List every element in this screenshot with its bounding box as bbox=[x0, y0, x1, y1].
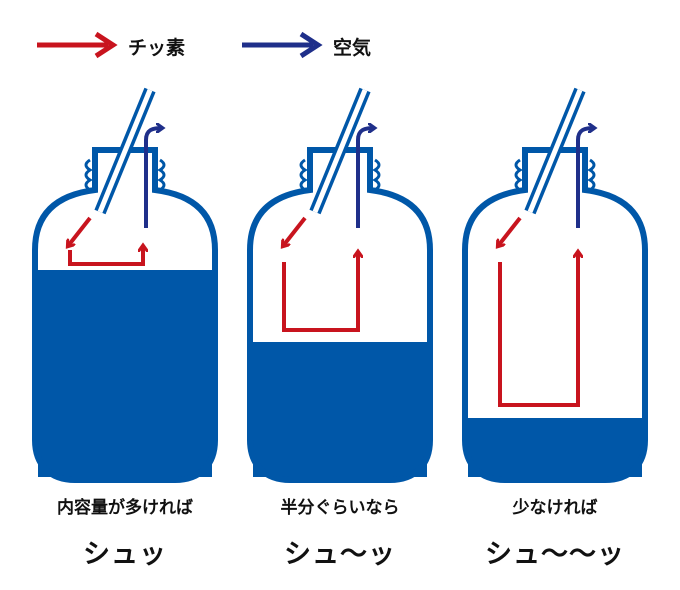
nitrogen-flow-arrow bbox=[498, 216, 522, 246]
air-legend-label: 空気 bbox=[333, 37, 372, 59]
nitrogen-legend-label: チッ素 bbox=[128, 37, 186, 59]
bottle-neck-thread bbox=[299, 158, 381, 192]
caption-sound-half: シュ〜ッ bbox=[284, 539, 396, 570]
nitrogen-flow-arrow bbox=[283, 216, 307, 246]
caption-condition-full: 内容量が多ければ bbox=[57, 498, 193, 518]
bottle-full bbox=[32, 87, 218, 483]
bottle-neck-thread bbox=[84, 158, 166, 192]
nozzle-tube bbox=[524, 87, 586, 215]
nitrogen-path-arrow bbox=[282, 252, 358, 332]
caption-sound-full: シュッ bbox=[83, 539, 167, 570]
air-legend-arrow bbox=[242, 31, 323, 59]
liquid-rounded-bottom bbox=[468, 440, 642, 477]
legend bbox=[37, 31, 323, 59]
air-exit-arrow bbox=[144, 128, 162, 228]
liquid-rounded-bottom bbox=[38, 440, 212, 477]
nozzle-tube bbox=[94, 87, 156, 215]
bottle-low bbox=[462, 87, 648, 483]
nitrogen-path-arrow bbox=[68, 246, 143, 266]
bottle-half bbox=[247, 87, 433, 483]
air-exit-arrow bbox=[356, 128, 374, 228]
nozzle-tube bbox=[309, 87, 371, 215]
caption-condition-half: 半分ぐらいなら bbox=[280, 498, 400, 518]
caption-sound-low: シュ〜〜ッ bbox=[485, 539, 625, 570]
air-exit-arrow bbox=[576, 128, 594, 228]
caption-condition-low: 少なければ bbox=[512, 498, 598, 518]
nitrogen-flow-arrow bbox=[68, 216, 92, 246]
bottle-neck-thread bbox=[514, 158, 596, 192]
nitrogen-path-arrow bbox=[498, 252, 578, 407]
nitrogen-legend-arrow bbox=[37, 31, 118, 59]
liquid-rounded-bottom bbox=[253, 440, 427, 477]
